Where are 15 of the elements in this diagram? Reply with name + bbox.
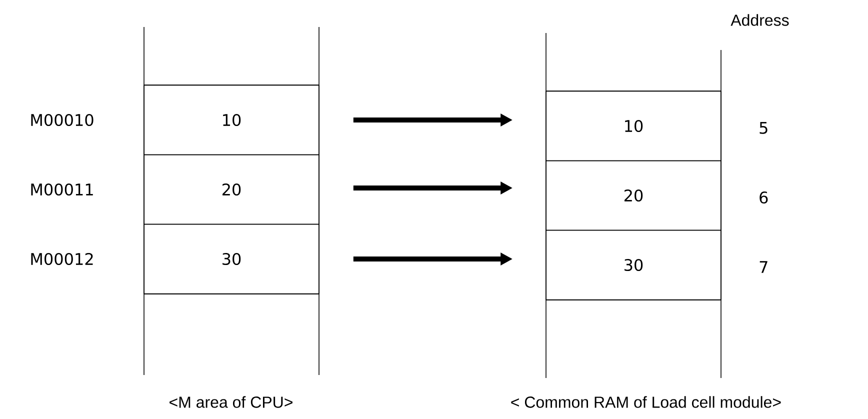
cell-label: 5 — [760, 122, 768, 134]
cell-label: 7 — [760, 261, 768, 273]
cell-label: M00011 — [31, 183, 93, 196]
memory-cell: 10 — [144, 84, 320, 156]
memory-cell: 20 — [546, 160, 722, 231]
memory-cell: 20 — [144, 154, 320, 225]
memory-cell: 30 — [546, 230, 722, 300]
column-heading: Address — [730, 14, 789, 26]
cell-label: M00012 — [31, 252, 93, 266]
memory-cell: 10 — [546, 90, 722, 162]
cell-label: M00010 — [31, 114, 94, 126]
column-caption: < Common RAM of Load cell module> — [511, 396, 781, 408]
memory-cell: 30 — [144, 224, 320, 294]
column-caption: <M area of CPU> — [170, 396, 292, 408]
cell-label: 6 — [760, 191, 768, 204]
